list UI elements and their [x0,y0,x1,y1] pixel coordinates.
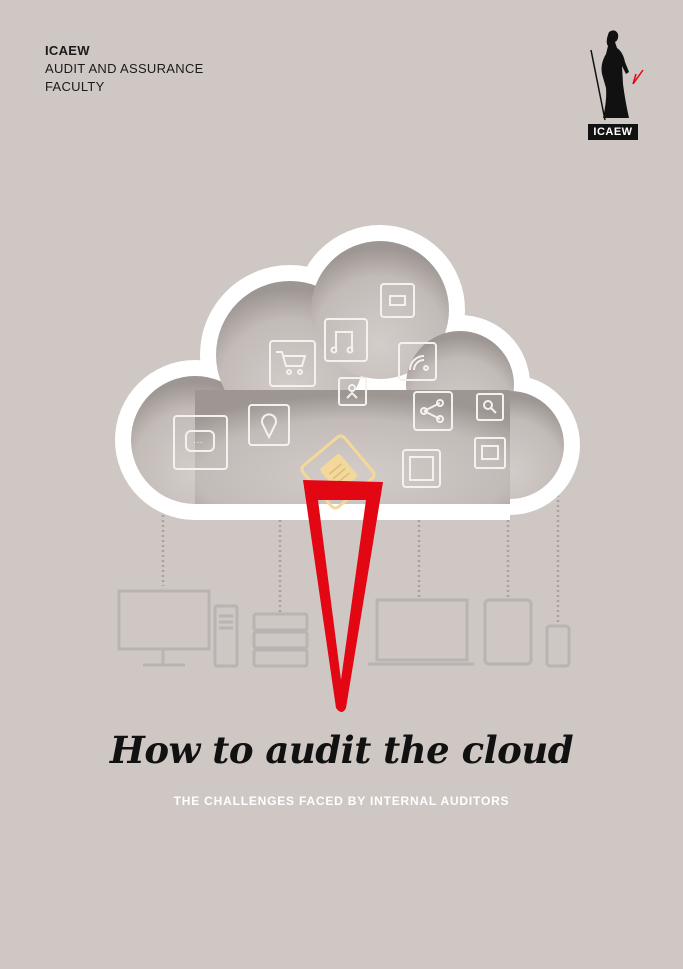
tablet-icon [483,598,533,666]
statue-figure-icon [590,30,644,121]
desktop-tower-icon [213,604,239,668]
chat-icon: ··· [173,415,228,470]
faculty-line-2: FACULTY [45,79,105,94]
user-icon [338,377,367,406]
connector-lines [161,495,560,622]
server-icon [252,612,309,668]
music-note-icon [324,318,368,362]
cover-subtitle: THE CHALLENGES FACED BY INTERNAL AUDITOR… [173,794,510,808]
calendar-icon [380,283,415,318]
devices [117,589,571,668]
phone-icon [545,624,571,668]
desktop-monitor-icon [117,589,211,667]
search-icon [476,393,504,421]
share-icon [413,391,453,431]
video-icon [474,437,506,469]
cover-title: How to audit the cloud [109,728,574,772]
image-icon [402,449,441,488]
wifi-icon [398,342,437,381]
organisation-name: ICAEW [45,43,90,58]
icaew-logo: ICAEW [583,28,645,140]
shopping-cart-icon [269,340,316,387]
svg-text:···: ··· [193,437,203,448]
location-pin-icon [248,404,290,446]
faculty-heading: ICAEW AUDIT AND ASSURANCE FACULTY [45,42,204,96]
laptop-icon [368,598,474,666]
cloud-illustration: ··· [115,225,580,712]
logo-text: ICAEW [588,124,638,140]
faculty-line-1: AUDIT AND ASSURANCE [45,61,204,76]
red-v-tick-icon [303,480,383,712]
